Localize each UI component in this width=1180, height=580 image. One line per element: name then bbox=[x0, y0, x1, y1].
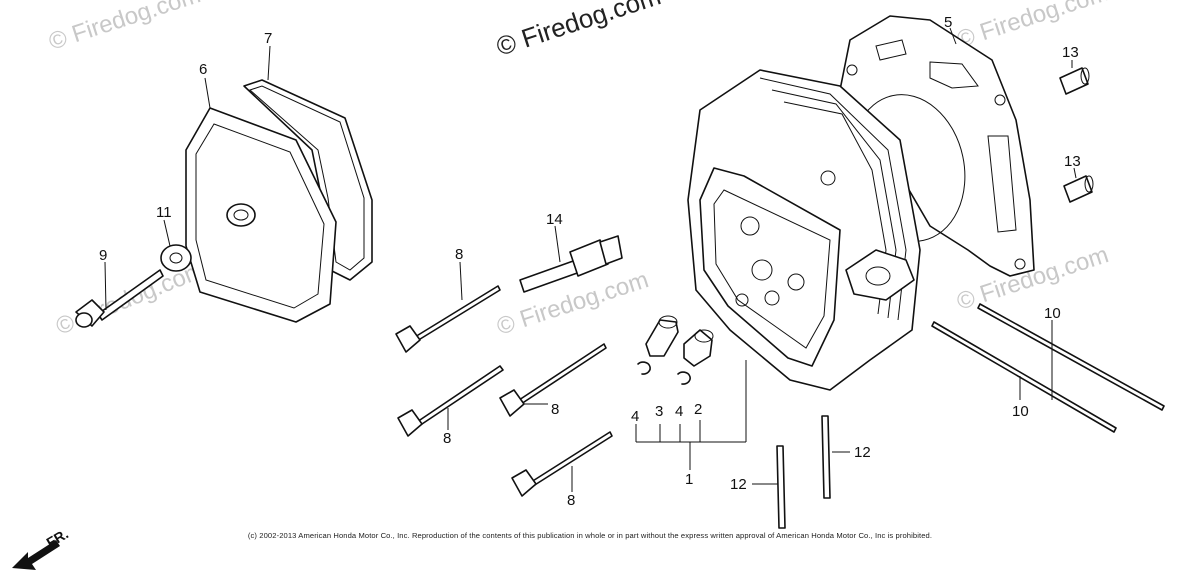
callout-6: 6 bbox=[199, 61, 207, 78]
clip-4b bbox=[677, 371, 691, 385]
dowel-pin-13a bbox=[1059, 67, 1090, 95]
leader-lines bbox=[104, 27, 1077, 492]
callout-2: 2 bbox=[694, 401, 702, 418]
sealing-washer bbox=[160, 244, 192, 272]
callout-8d: 8 bbox=[567, 492, 575, 509]
valve-guide-2 bbox=[683, 329, 714, 367]
callout-11: 11 bbox=[156, 204, 172, 221]
callout-4b: 4 bbox=[675, 403, 683, 420]
callout-8a: 8 bbox=[455, 246, 463, 263]
callout-12a: 12 bbox=[730, 476, 747, 493]
callout-7: 7 bbox=[264, 30, 272, 47]
watermark-dark: © Firedog.com bbox=[493, 0, 665, 62]
dowel-pin-13b bbox=[1063, 175, 1094, 203]
callout-8b: 8 bbox=[551, 401, 559, 418]
spark-plug bbox=[519, 235, 623, 293]
cylinder-head bbox=[687, 69, 921, 391]
head-bolt-1 bbox=[395, 285, 501, 353]
callout-10b: 10 bbox=[1012, 403, 1029, 420]
watermark: © Firedog.com bbox=[46, 0, 204, 56]
head-bolt-4 bbox=[511, 431, 613, 497]
callout-10a: 10 bbox=[1044, 305, 1061, 322]
head-bolt-2 bbox=[397, 365, 504, 437]
valve-guide-3 bbox=[645, 315, 679, 357]
callout-1: 1 bbox=[685, 471, 693, 488]
callout-14: 14 bbox=[546, 211, 563, 228]
clip-4a bbox=[637, 361, 651, 375]
watermark: © Firedog.com bbox=[954, 0, 1112, 54]
callout-13a: 13 bbox=[1062, 44, 1079, 61]
callout-13b: 13 bbox=[1064, 153, 1081, 170]
head-cover bbox=[185, 107, 337, 323]
stud-bolt-12a bbox=[776, 445, 786, 529]
callout-4a: 4 bbox=[631, 408, 639, 425]
stud-bolt-10a bbox=[977, 303, 1165, 411]
callout-5: 5 bbox=[944, 14, 952, 31]
head-cover-bolt bbox=[75, 269, 164, 328]
stud-bolt-10b bbox=[931, 321, 1117, 433]
callout-12b: 12 bbox=[854, 444, 871, 461]
head-cover-gasket bbox=[243, 79, 373, 281]
stud-bolt-12b bbox=[821, 415, 831, 499]
callout-8c: 8 bbox=[443, 430, 451, 447]
callout-3: 3 bbox=[655, 403, 663, 420]
watermark: © Firedog.com bbox=[494, 266, 652, 340]
callout-9: 9 bbox=[99, 247, 107, 264]
copyright-notice: (c) 2002-2013 American Honda Motor Co., … bbox=[247, 531, 933, 540]
